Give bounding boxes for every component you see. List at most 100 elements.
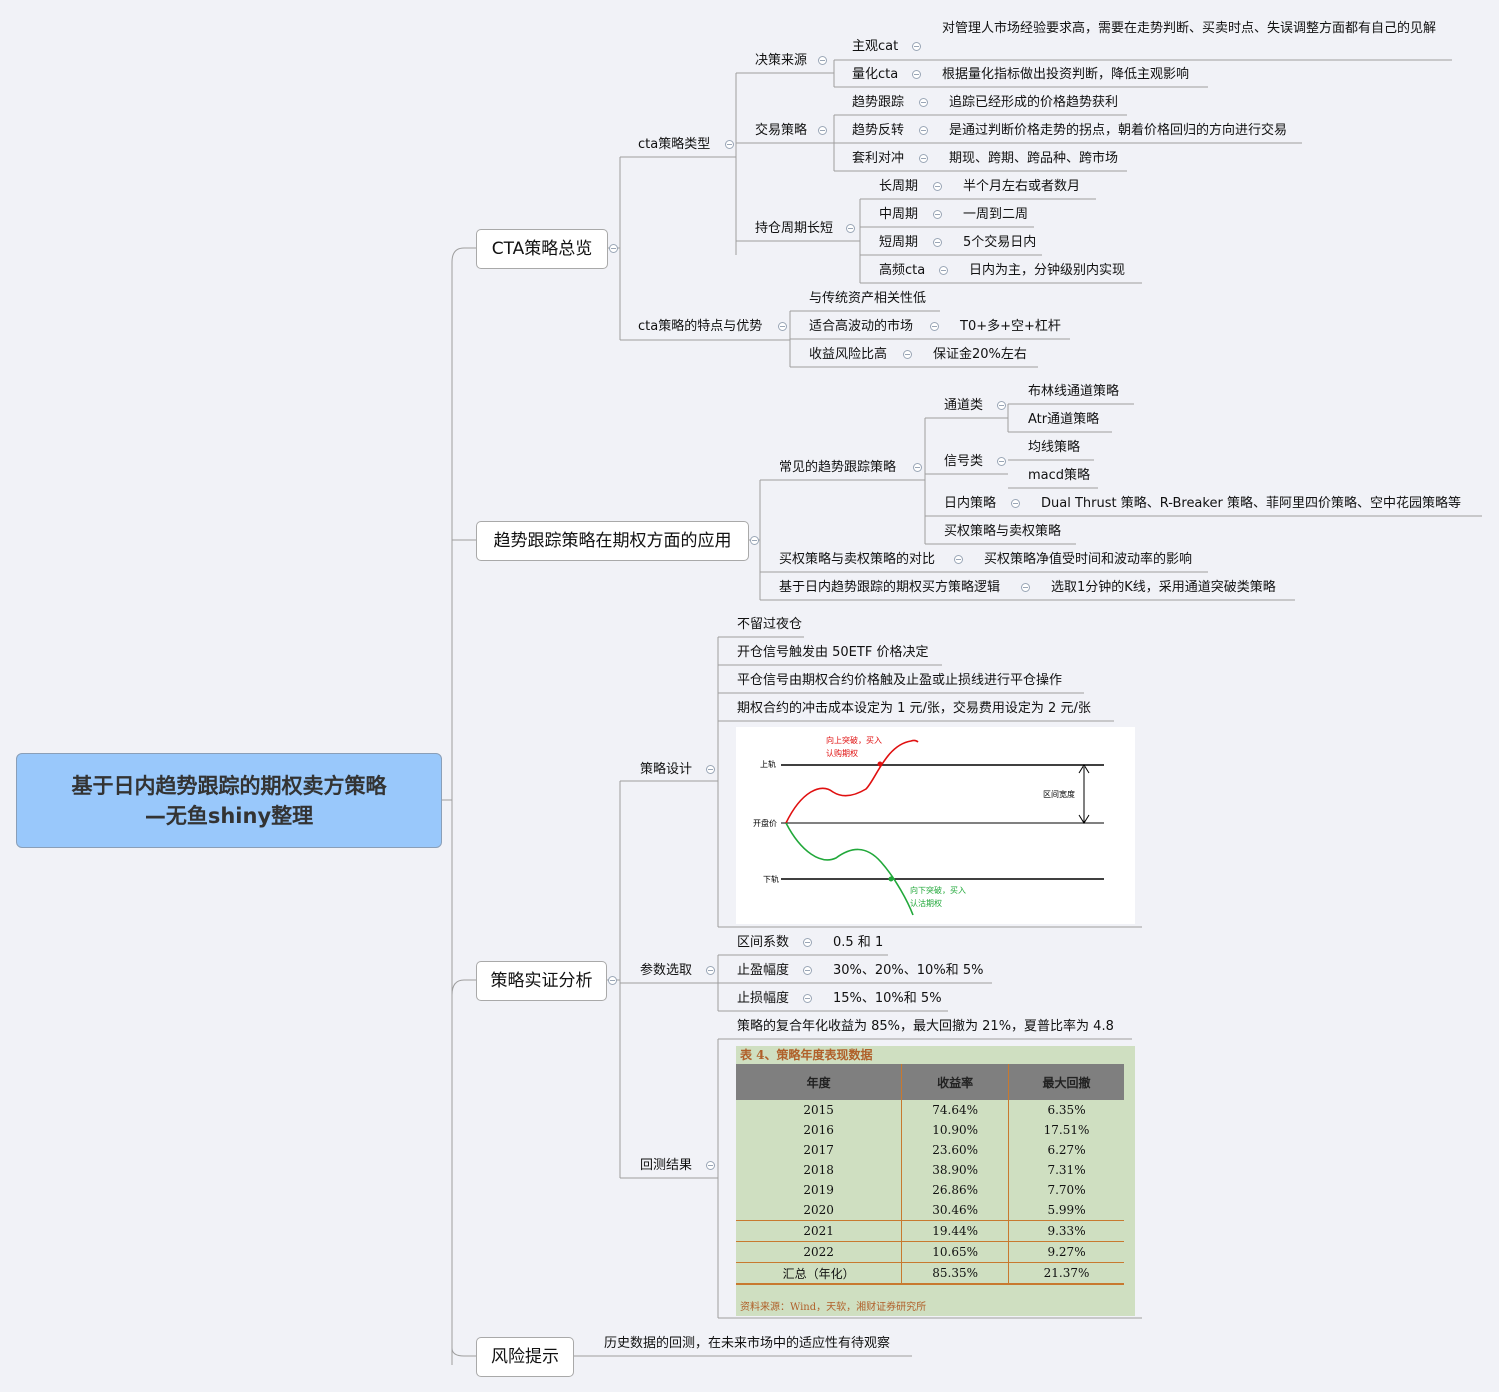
topic-cta-overview[interactable]: CTA策略总览 xyxy=(476,229,608,269)
cell: 6.35% xyxy=(1008,1100,1124,1120)
node-subjective-cat[interactable]: 主观cat xyxy=(852,39,899,54)
collapse-icon[interactable] xyxy=(1011,499,1020,508)
desc-quant-cta: 根据量化指标做出投资判断，降低主观影响 xyxy=(942,67,1190,82)
collapse-icon[interactable] xyxy=(933,210,942,219)
node-ma[interactable]: 均线策略 xyxy=(1028,440,1081,455)
node-hf-cta[interactable]: 高频cta xyxy=(879,263,926,278)
topic-trend-options[interactable]: 趋势跟踪策略在期权方面的应用 xyxy=(476,521,749,561)
node-backtest[interactable]: 回测结果 xyxy=(640,1158,693,1173)
collapse-icon[interactable] xyxy=(912,70,921,79)
node-stop-loss[interactable]: 止损幅度 xyxy=(737,991,790,1006)
cell: 26.86% xyxy=(901,1180,1009,1200)
collapse-icon[interactable] xyxy=(846,224,855,233)
node-params[interactable]: 参数选取 xyxy=(640,963,693,978)
collapse-icon[interactable] xyxy=(818,56,827,65)
node-arbitrage[interactable]: 套利对冲 xyxy=(852,151,905,166)
down-note-line2: 认沽期权 xyxy=(910,898,942,908)
design-item[interactable]: 期权合约的冲击成本设定为 1 元/张，交易费用设定为 2 元/张 xyxy=(737,701,1091,716)
collapse-icon[interactable] xyxy=(919,154,928,163)
node-return-risk[interactable]: 收益风险比高 xyxy=(809,347,888,362)
collapse-icon[interactable] xyxy=(997,457,1006,466)
node-trend-following[interactable]: 趋势跟踪 xyxy=(852,95,905,110)
node-strategy-design[interactable]: 策略设计 xyxy=(640,762,693,777)
cell: 2019 xyxy=(803,1183,834,1197)
collapse-icon[interactable] xyxy=(954,555,963,564)
node-macd[interactable]: macd策略 xyxy=(1028,468,1091,483)
collapse-icon[interactable] xyxy=(706,1161,715,1170)
node-trend-reversal[interactable]: 趋势反转 xyxy=(852,123,905,138)
desc-subjective-cat: 对管理人市场经验要求高，需要在走势判断、买卖时点、失误调整方面都有自己的见解 xyxy=(942,21,1437,36)
collapse-icon[interactable] xyxy=(818,126,827,135)
collapse-icon[interactable] xyxy=(803,994,812,1003)
design-item[interactable]: 不留过夜仓 xyxy=(737,617,803,632)
node-buyer-logic[interactable]: 基于日内趋势跟踪的期权买方策略逻辑 xyxy=(779,580,1001,595)
node-buy-sell-options[interactable]: 买权策略与卖权策略 xyxy=(944,524,1062,539)
collapse-icon[interactable] xyxy=(912,42,921,51)
node-decision-source[interactable]: 决策来源 xyxy=(755,53,808,68)
node-trading-strategy[interactable]: 交易策略 xyxy=(755,123,808,138)
up-breakout-dot xyxy=(877,761,883,767)
node-short-period[interactable]: 短周期 xyxy=(879,235,919,250)
desc-arbitrage: 期现、跨期、跨品种、跨市场 xyxy=(949,151,1119,166)
root-topic[interactable]: 基于日内趋势跟踪的期权卖方策略 —无鱼shiny整理 xyxy=(16,753,442,848)
collapse-icon[interactable] xyxy=(706,765,715,774)
down-path xyxy=(785,822,914,916)
collapse-icon[interactable] xyxy=(803,966,812,975)
cell: 19.44% xyxy=(901,1220,1009,1242)
cell: 6.27% xyxy=(1008,1140,1124,1160)
collapse-icon[interactable] xyxy=(706,966,715,975)
collapse-icon[interactable] xyxy=(803,938,812,947)
cell: 2018 xyxy=(803,1163,834,1177)
node-range-coef[interactable]: 区间系数 xyxy=(737,935,790,950)
node-channel[interactable]: 通道类 xyxy=(944,398,984,413)
collapse-icon[interactable] xyxy=(1021,583,1030,592)
desc-risk[interactable]: 历史数据的回测，在未来市场中的适应性有待观察 xyxy=(604,1336,891,1351)
backtest-summary[interactable]: 策略的复合年化收益为 85%，最大回撤为 21%，夏普比率为 4.8 xyxy=(737,1019,1114,1034)
node-take-profit[interactable]: 止盈幅度 xyxy=(737,963,790,978)
node-cta-types[interactable]: cta策略类型 xyxy=(638,137,711,152)
node-bollinger[interactable]: 布林线通道策略 xyxy=(1028,384,1120,399)
collapse-icon[interactable] xyxy=(933,182,942,191)
node-atr[interactable]: Atr通道策略 xyxy=(1028,412,1100,427)
desc-range-coef: 0.5 和 1 xyxy=(833,935,884,950)
collapse-icon[interactable] xyxy=(939,266,948,275)
collapse-icon[interactable] xyxy=(609,244,618,253)
topic-risk-warning[interactable]: 风险提示 xyxy=(476,1337,574,1377)
cell: 2022 xyxy=(736,1241,902,1263)
design-item[interactable]: 开仓信号触发由 50ETF 价格决定 xyxy=(737,645,929,660)
cell: 7.70% xyxy=(1008,1180,1124,1200)
collapse-icon[interactable] xyxy=(750,536,759,545)
collapse-icon[interactable] xyxy=(930,322,939,331)
node-intraday[interactable]: 日内策略 xyxy=(944,496,997,511)
node-signal[interactable]: 信号类 xyxy=(944,454,984,469)
node-mid-period[interactable]: 中周期 xyxy=(879,207,919,222)
desc-buyer-logic: 选取1分钟的K线，采用通道突破类策略 xyxy=(1051,580,1276,595)
collapse-icon[interactable] xyxy=(997,401,1006,410)
collapse-icon[interactable] xyxy=(778,322,787,331)
collapse-icon[interactable] xyxy=(903,350,912,359)
cell: 38.90% xyxy=(901,1160,1009,1180)
collapse-icon[interactable] xyxy=(933,238,942,247)
collapse-icon[interactable] xyxy=(913,463,922,472)
topic-empirical-analysis[interactable]: 策略实证分析 xyxy=(476,961,607,1001)
collapse-icon[interactable] xyxy=(919,126,928,135)
design-item[interactable]: 平仓信号由期权合约价格触及止盈或止损线进行平仓操作 xyxy=(737,673,1063,688)
collapse-icon[interactable] xyxy=(608,976,617,985)
node-long-period[interactable]: 长周期 xyxy=(879,179,919,194)
cell: 21.37% xyxy=(1008,1262,1124,1285)
desc-intraday: Dual Thrust 策略、R-Breaker 策略、菲阿里四价策略、空中花园… xyxy=(1041,496,1461,511)
node-common-trend[interactable]: 常见的趋势跟踪策略 xyxy=(779,460,897,475)
node-cta-features[interactable]: cta策略的特点与优势 xyxy=(638,319,763,334)
cell: 23.60% xyxy=(901,1140,1009,1160)
collapse-icon[interactable] xyxy=(725,140,734,149)
node-volatile-market[interactable]: 适合高波动的市场 xyxy=(809,319,914,334)
col-header: 年度 xyxy=(736,1064,902,1100)
node-low-correlation[interactable]: 与传统资产相关性低 xyxy=(809,291,927,306)
cell: 10.65% xyxy=(901,1241,1009,1263)
node-holding-period[interactable]: 持仓周期长短 xyxy=(755,221,834,236)
node-quant-cta[interactable]: 量化cta xyxy=(852,67,899,82)
desc-stop-loss: 15%、10%和 5% xyxy=(833,991,942,1006)
node-compare[interactable]: 买权策略与卖权策略的对比 xyxy=(779,552,936,567)
collapse-icon[interactable] xyxy=(919,98,928,107)
